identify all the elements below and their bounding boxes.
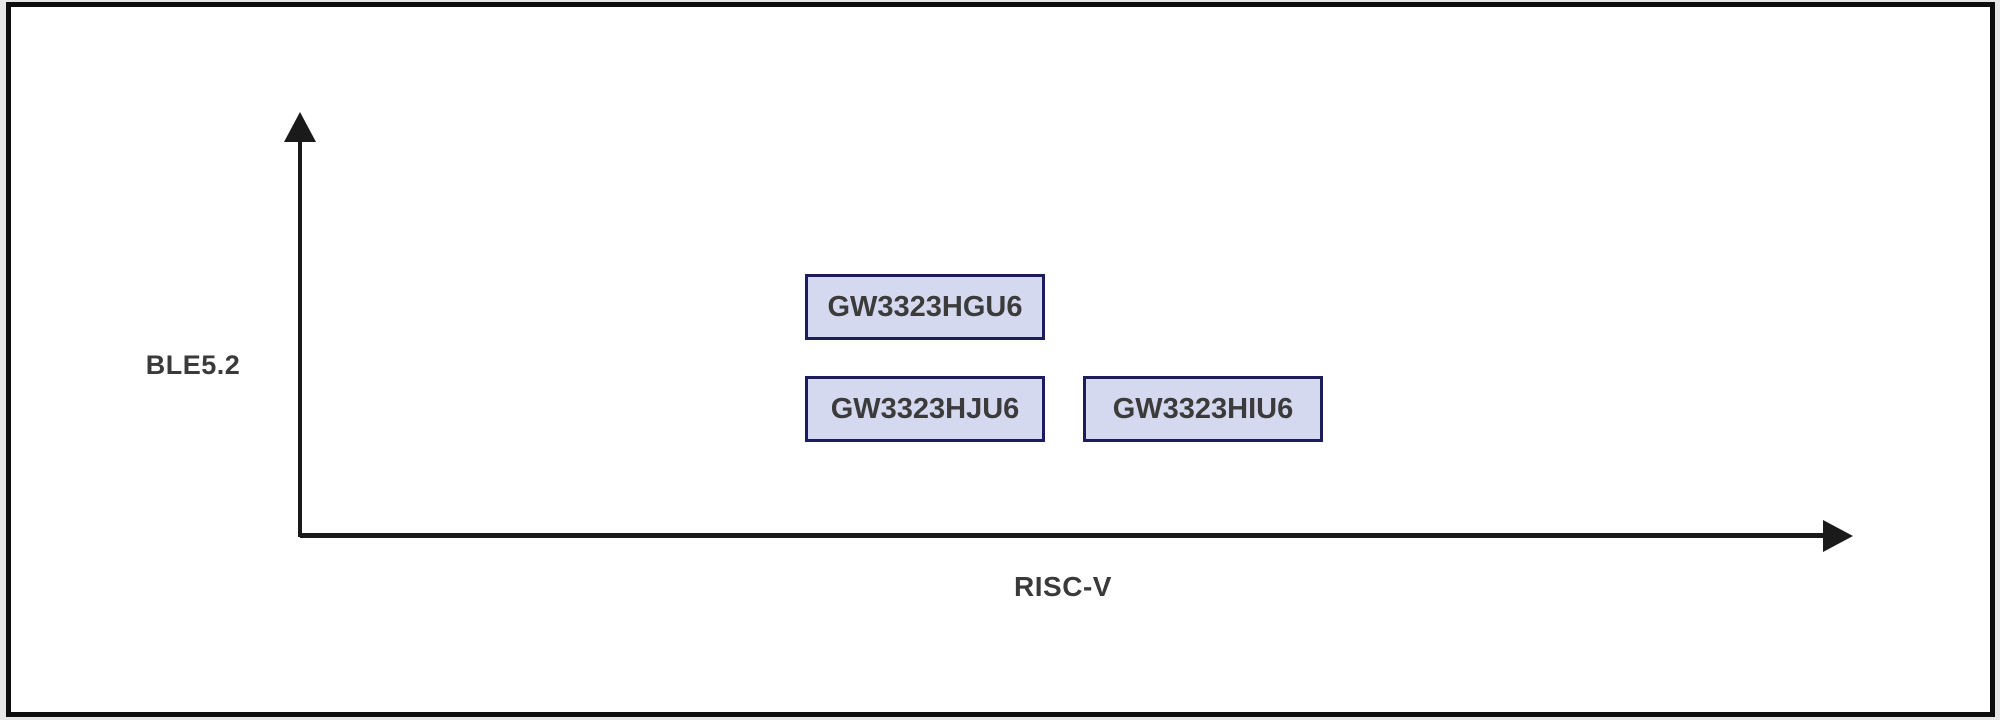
diagram-frame [6, 2, 1995, 717]
part-node-gw3323hju6[interactable]: GW3323HJU6 [805, 376, 1045, 442]
y-axis-arrowhead-icon [284, 112, 316, 142]
x-axis-label: RISC-V [1014, 571, 1112, 602]
x-axis-line [300, 533, 1823, 538]
x-axis-arrowhead-icon [1823, 520, 1853, 552]
y-axis-label: BLE5.2 [145, 350, 241, 380]
y-axis-line [298, 138, 302, 537]
part-node-gw3323hiu6[interactable]: GW3323HIU6 [1083, 376, 1323, 442]
part-node-gw3323hgu6[interactable]: GW3323HGU6 [805, 274, 1045, 340]
